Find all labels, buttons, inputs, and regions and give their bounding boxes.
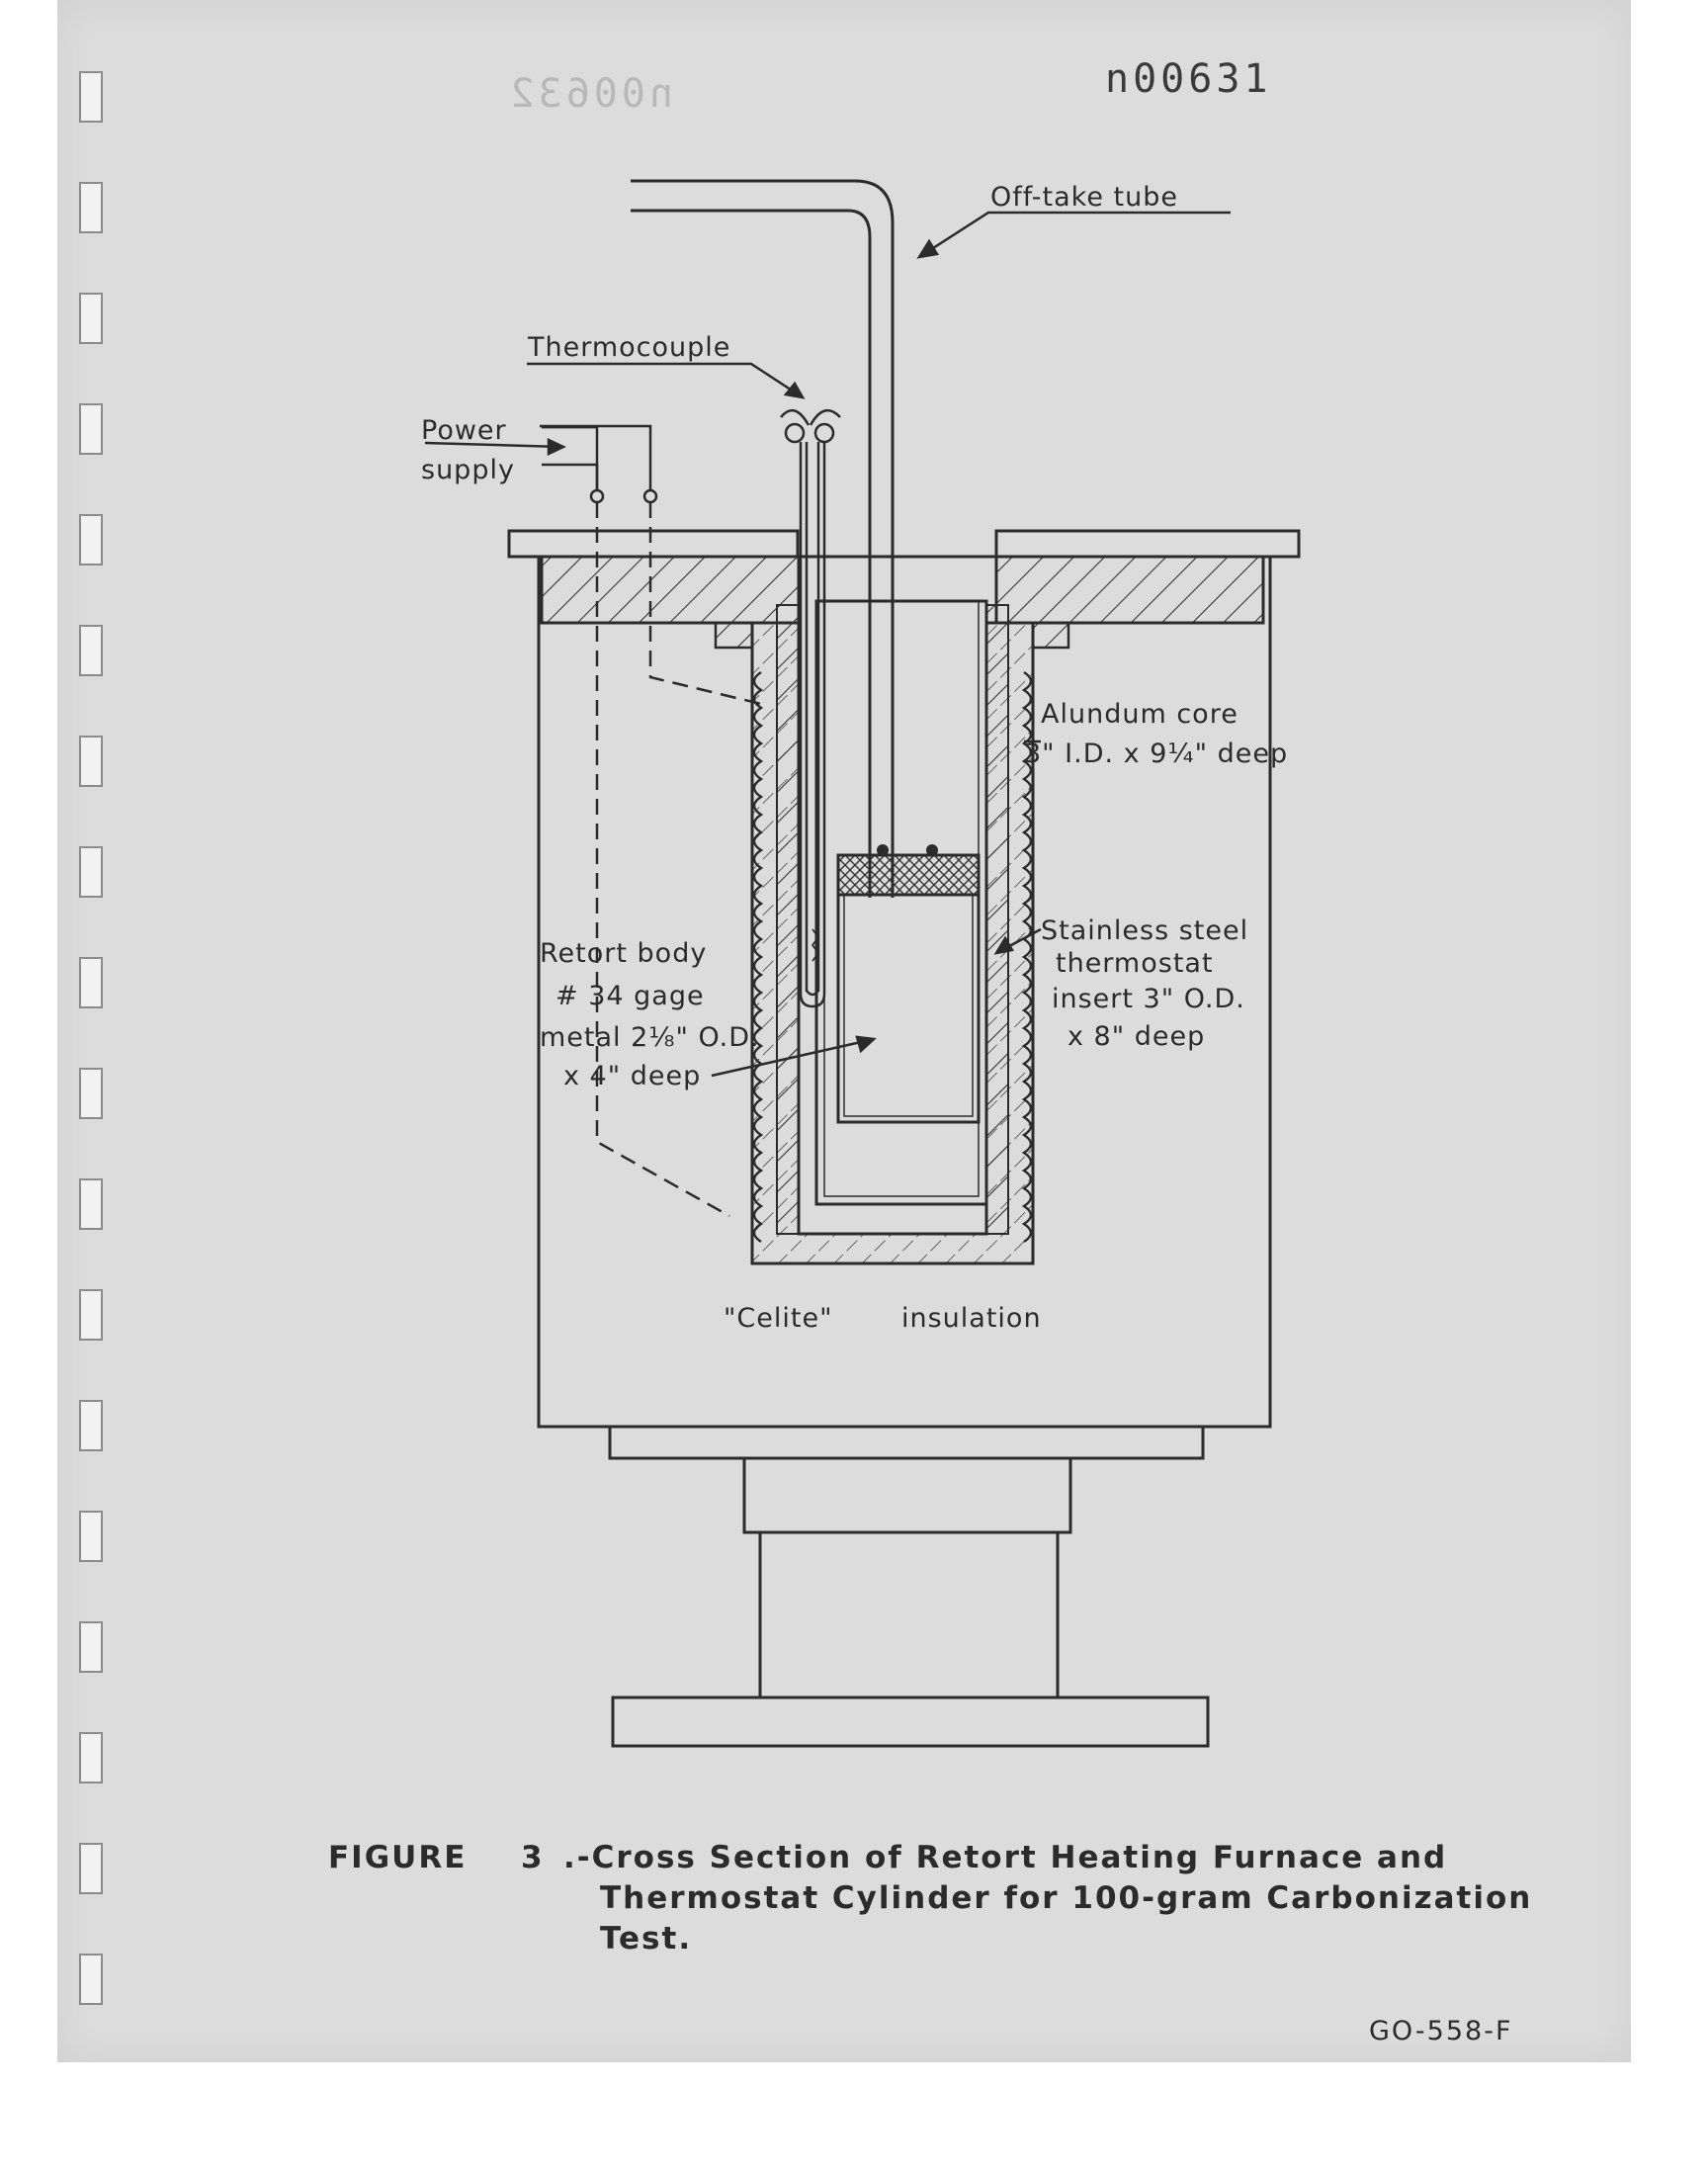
binder-holes [79, 0, 109, 2062]
binder-hole [79, 403, 103, 455]
binder-hole [79, 1068, 103, 1119]
label-celite-quoted: "Celite" [724, 1303, 833, 1334]
binder-hole [79, 1511, 103, 1562]
label-stainless-line3: insert 3" O.D. [1052, 984, 1245, 1014]
binder-hole [79, 957, 103, 1008]
binder-hole [79, 293, 103, 344]
label-stainless-line4: x 8" deep [1068, 1021, 1205, 1052]
caption-line3: Test. [600, 1921, 692, 1957]
thermostat-insert [814, 599, 988, 1206]
binder-hole [79, 1400, 103, 1451]
offtake-tube-shape [631, 179, 895, 898]
caption-line2: Thermostat Cylinder for 100-gram Carboni… [600, 1880, 1532, 1916]
label-power-line1: Power [421, 415, 507, 446]
binder-hole [79, 1843, 103, 1894]
label-retort-line3: metal 2⅛" O.D. [540, 1022, 760, 1053]
binder-hole [79, 846, 103, 898]
caption-line1: .-Cross Section of Retort Heating Furnac… [563, 1840, 1447, 1875]
power-wires [540, 424, 762, 1218]
binder-hole [79, 625, 103, 676]
caption-prefix: FIGURE [328, 1840, 467, 1875]
document-code: GO-558-F [1369, 2016, 1512, 2046]
caption-number: 3 [521, 1840, 545, 1875]
binder-hole [79, 1289, 103, 1341]
binder-hole [79, 514, 103, 566]
label-power-line2: supply [421, 455, 515, 485]
binder-hole [79, 1732, 103, 1784]
outer-shell [507, 529, 1301, 1429]
ghost-stamp-number: n00632 [507, 71, 674, 117]
label-offtake-tube: Off-take tube [990, 182, 1178, 213]
label-retort-line4: x 4" deep [563, 1061, 701, 1091]
binder-hole [79, 71, 103, 123]
label-thermocouple: Thermocouple [527, 332, 730, 363]
label-alundum-line2: 3" I.D. x 9¼" deep [1024, 739, 1288, 769]
binder-hole [79, 736, 103, 787]
label-retort-line1: Retort body [540, 938, 707, 969]
label-stainless-line2: thermostat [1056, 948, 1214, 979]
furnace-stand [608, 1425, 1210, 1748]
label-stainless-line1: Stainless steel [1041, 915, 1248, 946]
binder-hole [79, 1178, 103, 1230]
label-retort-line2: # 34 gage [555, 981, 705, 1011]
binder-hole [79, 182, 103, 233]
stamp-number: n00631 [1105, 56, 1272, 102]
label-alundum-line1: Alundum core [1041, 699, 1238, 730]
thermocouple-shape [780, 408, 841, 1008]
binder-hole [79, 1954, 103, 2005]
binder-hole [79, 1621, 103, 1673]
leader-lines [424, 211, 1231, 1078]
label-celite-insulation: insulation [901, 1303, 1042, 1334]
